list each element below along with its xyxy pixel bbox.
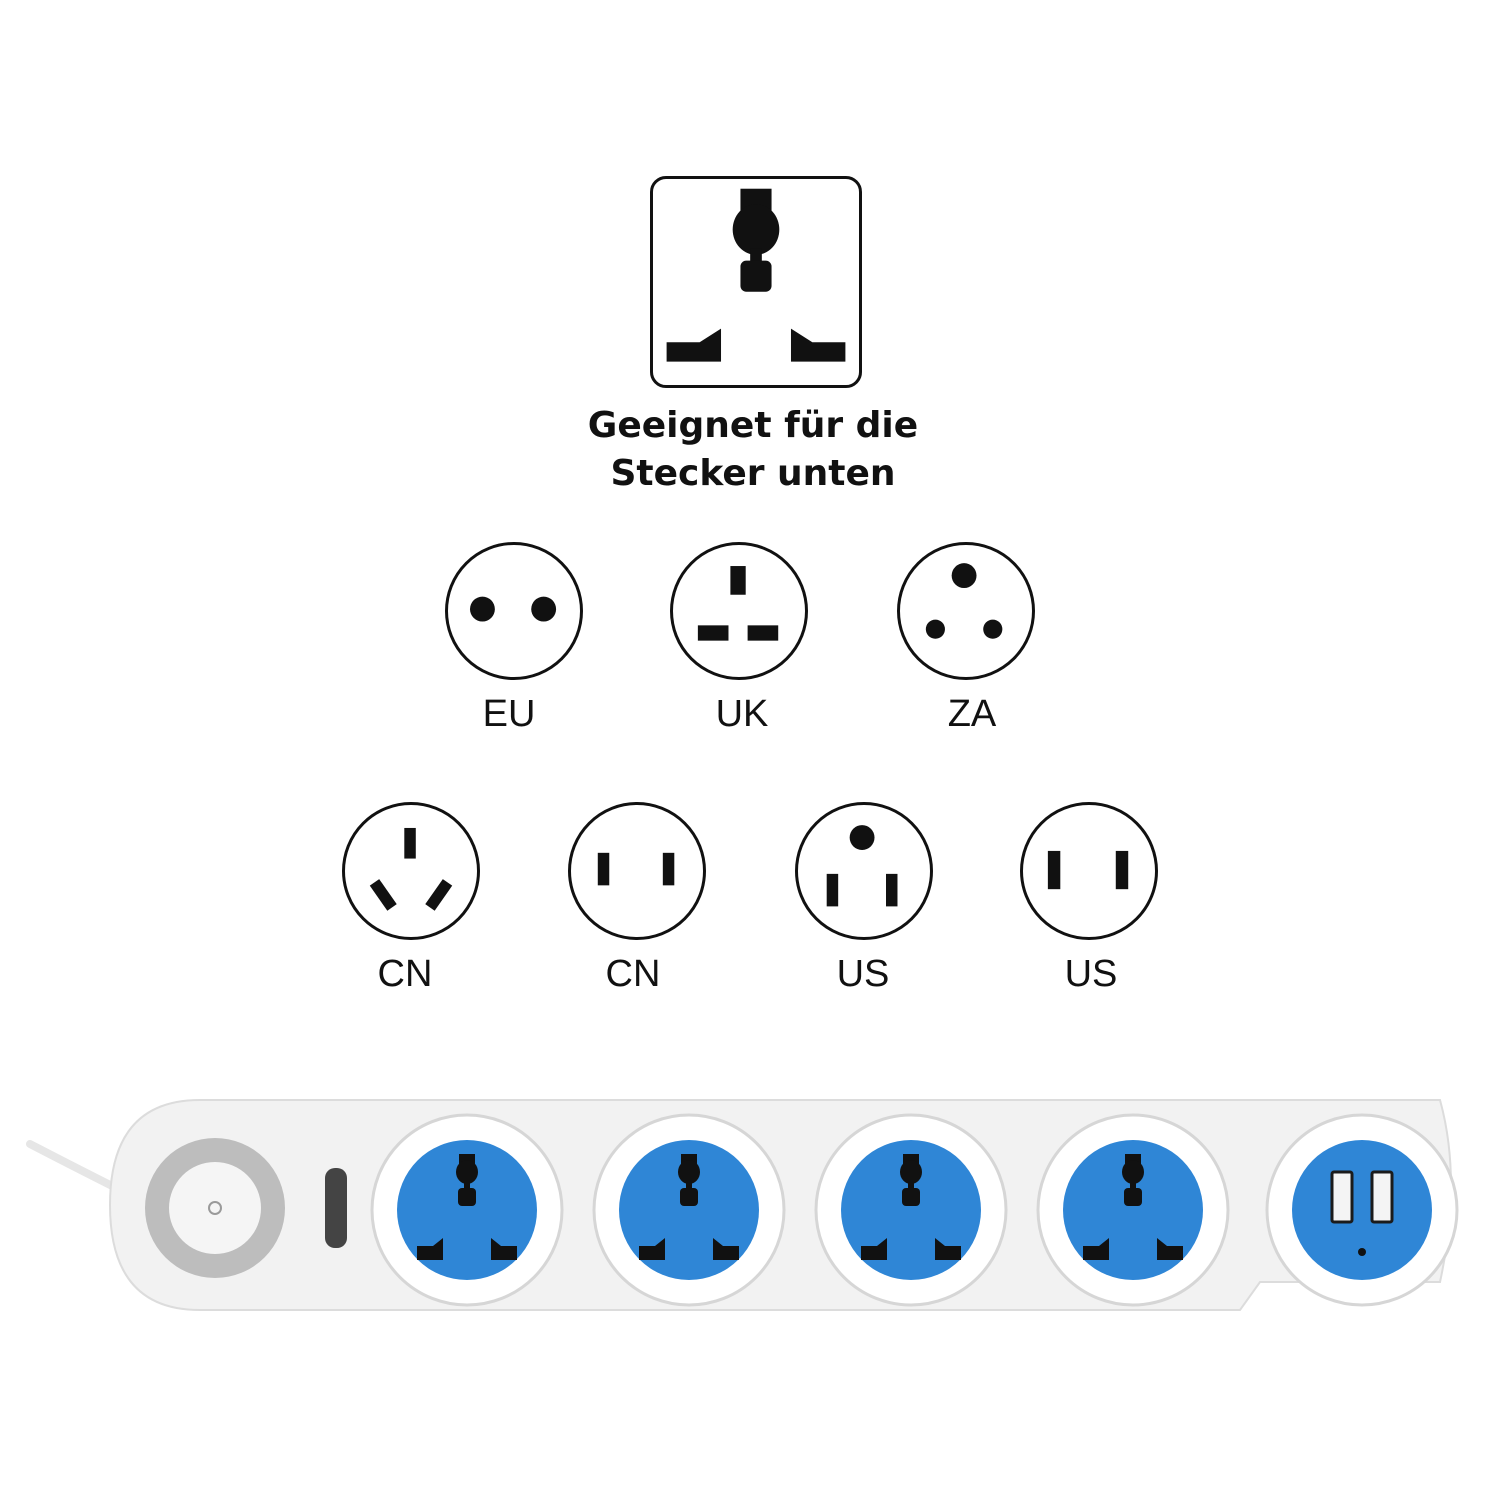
socket-module-1[interactable] — [370, 1113, 564, 1307]
cn-three-pin-plug-icon — [342, 802, 480, 940]
plug-label-us-2: US — [1064, 953, 1118, 995]
power-switch-button[interactable] — [145, 1138, 285, 1278]
plug-label-cn-2: CN — [605, 953, 661, 995]
usb-module[interactable] — [1265, 1113, 1459, 1307]
socket-module-3[interactable] — [814, 1113, 1008, 1307]
usb-port-1[interactable] — [1330, 1170, 1354, 1224]
power-indicator-light — [325, 1168, 347, 1248]
cn-two-pin-plug-icon — [568, 802, 706, 940]
us-three-pin-plug-icon — [795, 802, 933, 940]
us-two-pin-plug-icon — [1020, 802, 1158, 940]
socket-module-4[interactable] — [1036, 1113, 1230, 1307]
compatibility-heading: Geeignet für die Stecker unten — [450, 402, 1056, 498]
universal-socket-icon — [650, 176, 862, 388]
plug-label-eu: EU — [482, 693, 536, 735]
usb-port-2[interactable] — [1370, 1170, 1394, 1224]
heading-line-1: Geeignet für die — [587, 405, 919, 446]
plug-label-za: ZA — [947, 693, 997, 735]
socket-module-2[interactable] — [592, 1113, 786, 1307]
za-plug-icon — [897, 542, 1035, 680]
plug-label-cn-1: CN — [377, 953, 433, 995]
plug-label-us-1: US — [836, 953, 890, 995]
eu-plug-icon — [445, 542, 583, 680]
plug-label-uk: UK — [715, 693, 769, 735]
uk-plug-icon — [670, 542, 808, 680]
heading-line-2: Stecker unten — [610, 453, 896, 494]
power-strip — [0, 1060, 1500, 1380]
